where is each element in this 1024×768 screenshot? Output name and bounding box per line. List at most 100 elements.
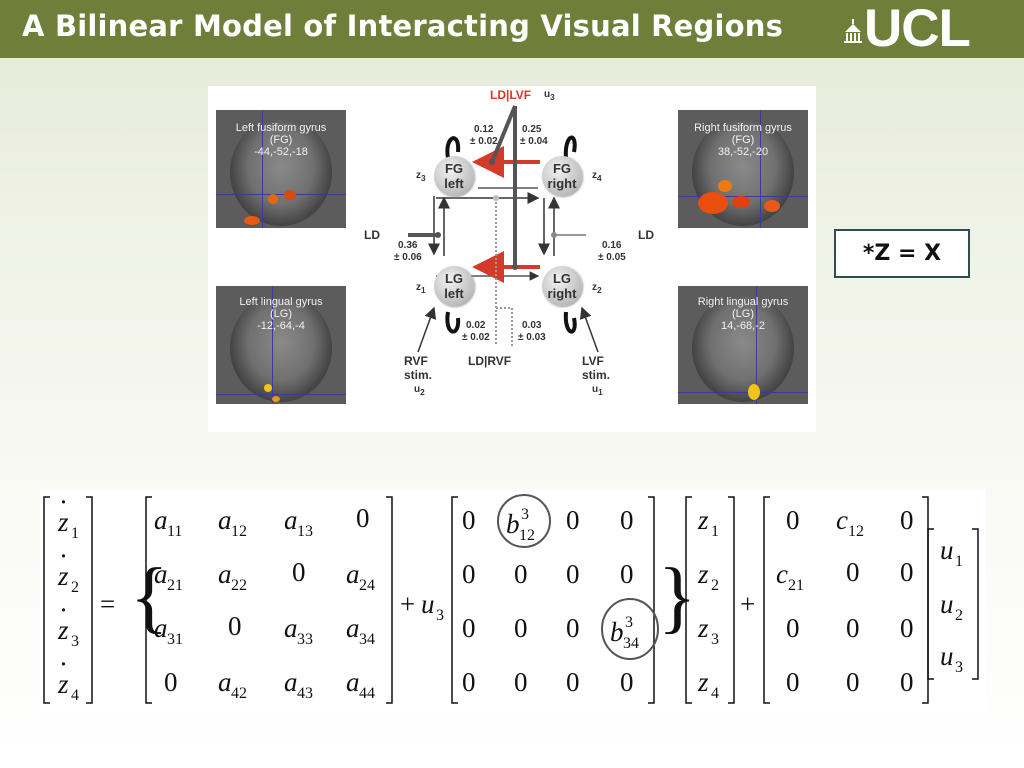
node-lg-right: LG right [542, 266, 582, 306]
label-z4: z4 [592, 170, 602, 183]
svg-text:3: 3 [625, 614, 633, 631]
svg-text:11: 11 [167, 523, 182, 540]
brain-label-line2: (FG) [269, 134, 293, 146]
svg-text:1: 1 [71, 525, 79, 542]
top-input-var: u3 [544, 89, 555, 102]
svg-text:z: z [57, 561, 69, 591]
network-figure: Left fusiform gyrus (FG) -44,-52,-18 Rig… [208, 86, 816, 432]
value-mid-left: 0.36 [398, 240, 418, 251]
svg-text:0: 0 [620, 667, 634, 697]
svg-text:u: u [940, 641, 954, 671]
value-top-right: 0.25 [522, 124, 542, 135]
lvf-stim-line1: LVF [582, 354, 604, 368]
svg-text:a: a [154, 613, 168, 643]
svg-text:2: 2 [711, 577, 719, 594]
svg-text:z: z [57, 507, 69, 537]
svg-text:a: a [284, 505, 298, 535]
value-mid-left-err: ± 0.06 [394, 252, 422, 263]
svg-text:0: 0 [164, 667, 178, 697]
svg-text:·: · [59, 489, 68, 517]
svg-text:43: 43 [297, 685, 313, 702]
ld-right-label: LD [638, 228, 654, 242]
svg-text:0: 0 [846, 613, 860, 643]
svg-text:0: 0 [900, 505, 914, 535]
svg-text:0: 0 [566, 505, 580, 535]
svg-text:0: 0 [514, 559, 528, 589]
node-fg-right: FG right [542, 156, 582, 196]
svg-text:a: a [346, 667, 360, 697]
svg-text:+: + [400, 589, 415, 619]
label-z3: z3 [416, 170, 426, 183]
svg-text:z: z [697, 667, 709, 697]
svg-text:2: 2 [71, 579, 79, 596]
value-mid-right-err: ± 0.05 [598, 252, 626, 263]
brain-coords: 14,-68,-2 [720, 320, 766, 332]
svg-text:3: 3 [955, 659, 963, 676]
lvf-stim-var: u1 [592, 384, 603, 397]
svg-text:0: 0 [900, 557, 914, 587]
svg-text:0: 0 [566, 667, 580, 697]
svg-text:u: u [940, 535, 954, 565]
svg-text:b: b [506, 509, 520, 539]
svg-text:z: z [57, 669, 69, 699]
lvf-stim-line2: stim. [582, 368, 611, 382]
label-z1: z1 [416, 282, 426, 295]
svg-text:3: 3 [521, 506, 529, 523]
connection-arrows [408, 105, 599, 353]
svg-text:{: { [130, 553, 168, 641]
node-fg-left: FG left [434, 156, 474, 196]
svg-text:c: c [776, 559, 788, 589]
svg-text:0: 0 [786, 505, 800, 535]
value-bot-right-err: ± 0.03 [518, 332, 546, 343]
svg-text:21: 21 [167, 577, 183, 594]
svg-text:0: 0 [462, 505, 476, 535]
svg-text:·: · [59, 541, 68, 571]
svg-text:4: 4 [711, 685, 719, 702]
svg-text:a: a [218, 505, 232, 535]
svg-text:z: z [57, 615, 69, 645]
svg-text:0: 0 [900, 613, 914, 643]
ld-left-label: LD [364, 228, 380, 242]
svg-text:a: a [346, 559, 360, 589]
svg-text:0: 0 [292, 557, 306, 587]
svg-text:21: 21 [788, 577, 804, 594]
svg-text:0: 0 [900, 667, 914, 697]
svg-text:34: 34 [623, 635, 639, 652]
svg-text:·: · [59, 649, 68, 679]
svg-text:12: 12 [231, 523, 247, 540]
title-bar: A Bilinear Model of Interacting Visual R… [0, 0, 1024, 58]
svg-text:+: + [740, 589, 755, 619]
brain-coords: -44,-52,-18 [254, 146, 308, 158]
svg-text:3: 3 [436, 607, 444, 624]
brain-left-lingual: Left lingual gyrus (LG) -12,-64,-4 [216, 286, 346, 404]
svg-text:c: c [836, 505, 848, 535]
rvf-stim-var: u2 [414, 384, 425, 397]
value-top-left: 0.12 [474, 124, 494, 135]
svg-text:0: 0 [846, 667, 860, 697]
brain-label-line1: Left lingual gyrus [239, 296, 323, 308]
value-mid-right: 0.16 [602, 240, 622, 251]
slide-title: A Bilinear Model of Interacting Visual R… [22, 9, 784, 43]
value-bot-left: 0.02 [466, 320, 486, 331]
ucl-portico-icon [844, 19, 862, 43]
node-lg-left: LG left [434, 266, 474, 306]
svg-text:0: 0 [786, 613, 800, 643]
svg-text:0: 0 [514, 667, 528, 697]
svg-text:0: 0 [620, 505, 634, 535]
brain-label-line2: (FG) [731, 134, 755, 146]
svg-text:z: z [697, 559, 709, 589]
svg-text:0: 0 [566, 613, 580, 643]
svg-text:a: a [284, 613, 298, 643]
svg-text:42: 42 [231, 685, 247, 702]
svg-text:12: 12 [848, 523, 864, 540]
svg-text:0: 0 [620, 559, 634, 589]
svg-text:3: 3 [71, 633, 79, 650]
svg-text:z: z [697, 505, 709, 535]
svg-text:0: 0 [786, 667, 800, 697]
svg-text:z: z [697, 613, 709, 643]
svg-text:=: = [100, 589, 115, 619]
label-z2: z2 [592, 282, 602, 295]
svg-text:44: 44 [359, 685, 375, 702]
svg-text:a: a [284, 667, 298, 697]
